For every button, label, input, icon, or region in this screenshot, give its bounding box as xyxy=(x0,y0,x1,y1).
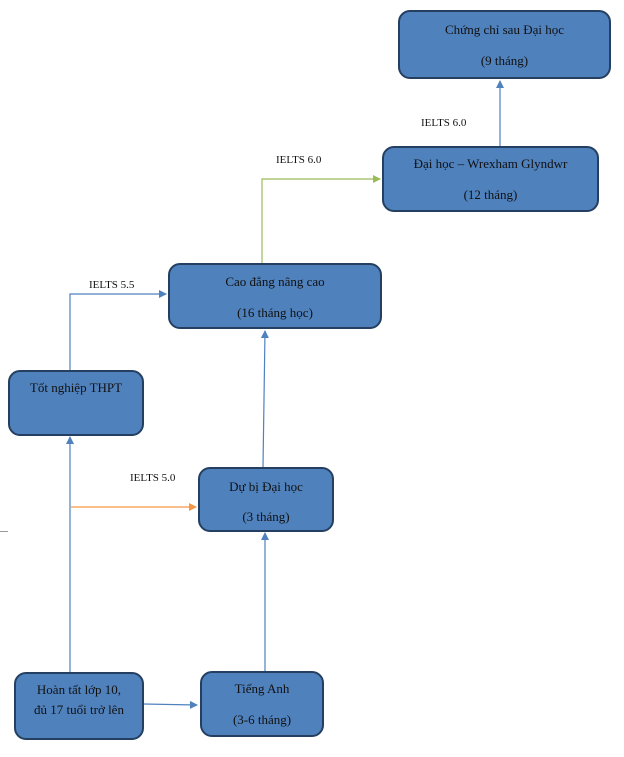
stray-mark xyxy=(0,531,8,532)
node-postgrad-duration: (9 tháng) xyxy=(480,53,529,68)
node-advanced-college-title: Cao đẳng nâng cao xyxy=(225,274,325,289)
edge-label-ielts-50: IELTS 5.0 xyxy=(130,472,176,484)
node-pre-university: Dự bị Đại học (3 tháng) xyxy=(198,467,334,532)
node-university-duration: (12 tháng) xyxy=(463,187,518,202)
arrow-grade10-to-english xyxy=(142,700,198,709)
node-high-school-title: Tốt nghiệp THPT xyxy=(29,380,123,395)
node-postgrad-title: Chứng chỉ sau Đại học xyxy=(445,22,564,37)
node-english-title: Tiếng Anh xyxy=(234,681,290,696)
edge-label-ielts-60-college: IELTS 6.0 xyxy=(276,154,322,166)
node-grade10-line2: đủ 17 tuổi trở lên xyxy=(34,702,124,717)
node-english: Tiếng Anh (3-6 tháng) xyxy=(200,671,324,737)
edge-label-ielts-55: IELTS 5.5 xyxy=(89,279,135,291)
node-pre-university-title: Dự bị Đại học xyxy=(229,479,303,494)
node-grade10-line1: Hoàn tất lớp 10, xyxy=(36,682,122,697)
node-postgrad-certificate: Chứng chỉ sau Đại học (9 tháng) xyxy=(398,10,611,79)
node-grade10-completion: Hoàn tất lớp 10, đủ 17 tuổi trở lên xyxy=(14,672,144,740)
node-english-duration: (3-6 tháng) xyxy=(232,712,292,727)
arrow-highschool-to-college xyxy=(69,290,167,370)
node-university-title: Đại học – Wrexham Glyndwr xyxy=(413,156,568,171)
node-pre-university-duration: (3 tháng) xyxy=(242,509,290,524)
edge-label-ielts-60-university: IELTS 6.0 xyxy=(421,117,467,129)
arrow-college-to-university xyxy=(261,175,381,263)
arrow-preuniversity-to-college xyxy=(260,330,269,468)
node-advanced-college-duration: (16 tháng học) xyxy=(237,305,313,320)
node-advanced-college: Cao đẳng nâng cao (16 tháng học) xyxy=(168,263,382,329)
node-university: Đại học – Wrexham Glyndwr (12 tháng) xyxy=(382,146,599,212)
node-high-school-graduation: Tốt nghiệp THPT xyxy=(8,370,144,436)
